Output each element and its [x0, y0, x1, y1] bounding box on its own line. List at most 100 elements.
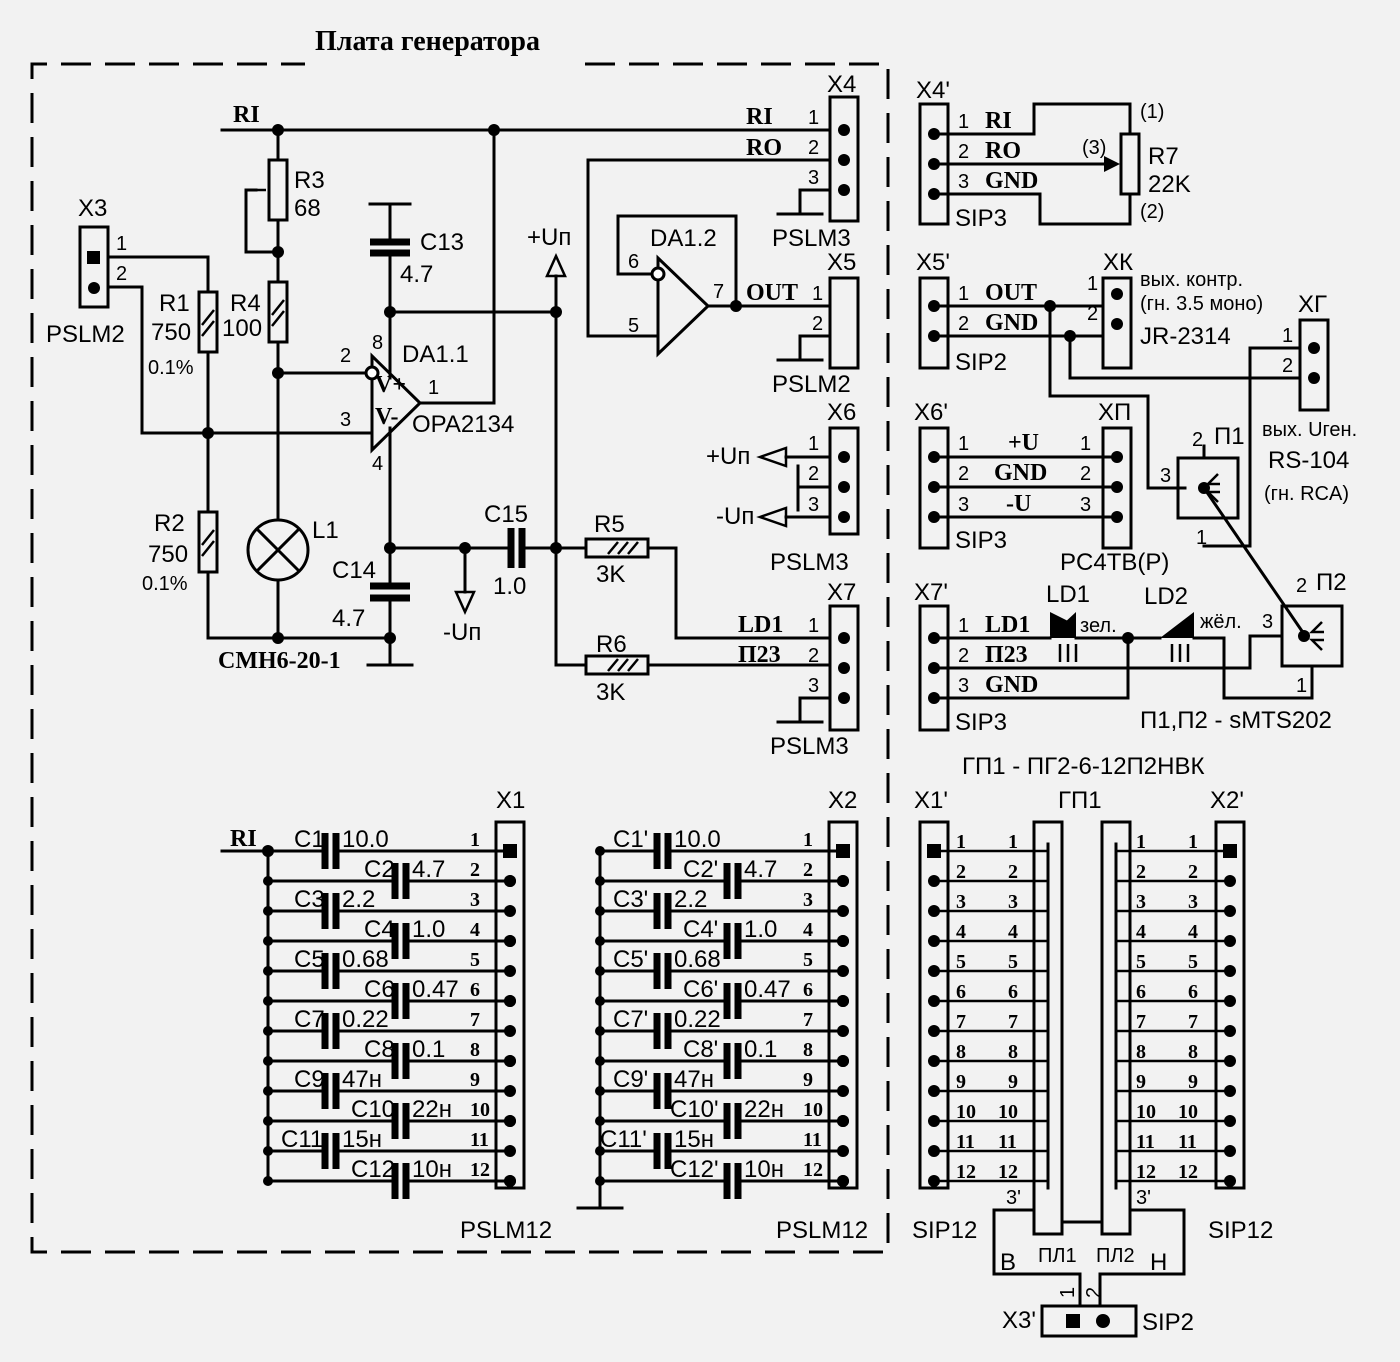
da12-opamp: DA1.2 6 5 7	[628, 225, 724, 358]
upp-label: +Uп	[527, 224, 571, 251]
unn-label: -Uп	[443, 619, 481, 646]
xg-connector: ХГ 1 2 вых. Uген. RS-104 (гн. RCA)	[1262, 291, 1357, 505]
c15-capacitor: C15 1.0	[484, 501, 528, 600]
da11-vm: V-	[375, 404, 399, 430]
bank-cap-ref: C2'	[683, 856, 718, 883]
bank-pin-number: 4	[803, 919, 813, 941]
junction-r1	[202, 427, 214, 439]
c13-value: 4.7	[400, 261, 433, 288]
x6p-type: SIP3	[955, 527, 1007, 554]
x1p-pin	[928, 875, 940, 887]
x3-body	[78, 225, 110, 309]
bank-junction	[263, 906, 273, 916]
bank-cap-value: 4.7	[744, 856, 777, 883]
bank-junction	[595, 876, 605, 886]
bank-cap-ref: C2	[364, 856, 395, 883]
svg-text:1: 1	[1080, 433, 1091, 455]
svg-text:3: 3	[1262, 611, 1273, 633]
bank-cap-value: 47н	[342, 1066, 382, 1093]
x2-type: PSLM12	[776, 1217, 868, 1244]
bank-cap-ref: C10	[351, 1096, 395, 1123]
bank-cap-value: 10.0	[342, 826, 389, 853]
svg-text:3: 3	[808, 494, 819, 516]
x5-net-out: OUT	[746, 280, 798, 306]
x1p-pin	[928, 1175, 940, 1187]
x3p-body	[1040, 1304, 1138, 1338]
wire-da11-out	[418, 128, 496, 405]
bank-pin	[837, 1055, 849, 1067]
bank-cap-plates	[321, 1133, 340, 1169]
pl2-label: ПЛ2	[1096, 1245, 1135, 1267]
bank-pin	[837, 875, 849, 887]
x1p-pin	[928, 935, 940, 947]
ld2-led: LD2 жёл.	[1144, 583, 1242, 662]
x2p-pin	[1224, 905, 1236, 917]
gp1-right-pin-number: 12	[1136, 1161, 1156, 1183]
bank-cap-value: 0.68	[674, 946, 721, 973]
c13-plates	[370, 238, 410, 257]
wire-p1-p2	[1201, 485, 1307, 637]
gp1-right-pin-number: 8	[1136, 1041, 1146, 1063]
x5-type: PSLM2	[772, 371, 851, 398]
l1-ref: L1	[312, 517, 339, 544]
x1p-pin	[928, 1115, 940, 1127]
wire-x3-pin2	[106, 285, 374, 435]
ld2-color: жёл.	[1200, 611, 1242, 633]
bank-cap-value: 0.47	[412, 976, 459, 1003]
wire-da12-ro	[586, 158, 832, 338]
x2p-pin	[1224, 965, 1236, 977]
wire-r2-bottom	[206, 570, 392, 640]
bank-pin-number: 5	[803, 949, 813, 971]
bank-junction	[595, 846, 605, 856]
wire-x3-pin1	[106, 255, 210, 294]
svg-text:(2): (2)	[1140, 201, 1164, 223]
r3-ref: R3	[294, 167, 325, 194]
svg-text:3: 3	[808, 167, 819, 189]
x6-type: PSLM3	[770, 549, 849, 576]
wire-x7-gnd	[798, 696, 832, 724]
board-title: Плата генератора	[315, 26, 540, 57]
bank-junction	[263, 876, 273, 886]
svg-text:2: 2	[1192, 429, 1203, 451]
gp1-left-pin-number: 6	[1008, 981, 1018, 1003]
x1p-pin-number: 9	[956, 1071, 966, 1093]
bank-pin-number: 9	[470, 1069, 480, 1091]
wire-x5-gnd	[798, 334, 832, 362]
bank-pin	[504, 1055, 516, 1067]
x7-net-p23: П23	[738, 642, 781, 668]
bank-junction	[595, 1056, 605, 1066]
wire-x4p-ri	[932, 102, 1132, 136]
xg-desc1: вых. Uген.	[1262, 419, 1357, 441]
da11-body	[370, 352, 423, 454]
r2-hatch	[201, 529, 215, 557]
r5-value: 3K	[596, 561, 625, 588]
bank-pin	[837, 1175, 849, 1187]
svg-text:3: 3	[808, 675, 819, 697]
bank-pin	[504, 1085, 516, 1097]
ld1-rays	[1058, 644, 1078, 662]
bank-cap-ref: C12'	[670, 1156, 719, 1183]
xg-ref: ХГ	[1298, 291, 1327, 318]
gp1-left-pin-number: 3	[1008, 891, 1018, 913]
bank-cap-plates	[321, 1013, 340, 1049]
junction-r3-r4	[272, 246, 284, 258]
x4p-connector: X4' SIP3 1 2 3 RI RO GND	[916, 77, 1038, 232]
bank-junction	[263, 996, 273, 1006]
x2p-pin1-square	[1223, 844, 1237, 858]
x1p-pin-number: 10	[956, 1101, 976, 1123]
bank-pin-number: 8	[470, 1039, 480, 1061]
x3-pin2-label: 2	[116, 263, 127, 285]
x1p-pin	[928, 995, 940, 1007]
r1-ref: R1	[159, 290, 190, 317]
bank-cap-plates	[653, 1133, 672, 1169]
xg-type: RS-104	[1268, 447, 1349, 474]
x2p-pin-number: 3	[1188, 891, 1198, 913]
